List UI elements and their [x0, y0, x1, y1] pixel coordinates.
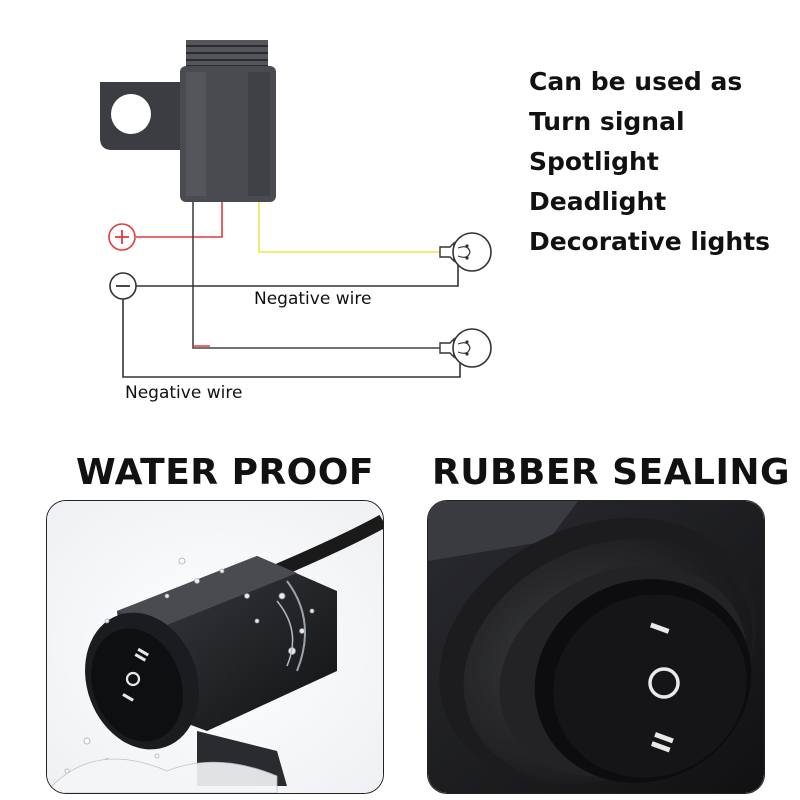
negative-wire-label: Negative wire	[125, 383, 243, 403]
negative-terminal-icon	[109, 272, 137, 300]
positive-terminal-icon	[108, 223, 136, 251]
use-item: Decorative lights	[529, 227, 771, 256]
uses-heading: Can be used as	[529, 67, 743, 96]
bulb-icon	[439, 232, 492, 272]
waterproof-title: WATER PROOF	[76, 452, 374, 493]
negative-wire-lower	[122, 297, 461, 378]
use-item: Deadlight	[529, 187, 667, 216]
bulb-icon	[439, 328, 492, 368]
negative-wire-upper	[136, 258, 459, 287]
use-item: Turn signal	[529, 107, 685, 136]
waterproof-title-part1: WATER	[76, 452, 232, 493]
uses-list: Can be used as Turn signal Spotlight Dea…	[529, 62, 770, 262]
rocker-switch-face: I II	[534, 579, 752, 783]
rocker-switch-face: I II	[85, 612, 199, 750]
positive-wire	[136, 202, 223, 238]
use-item: Spotlight	[529, 147, 659, 176]
wiring-diagram	[100, 40, 492, 378]
negative-wire-label: Negative wire	[254, 289, 372, 309]
mounting-bracket	[100, 82, 182, 150]
switch-housing	[180, 40, 276, 202]
waterproof-title-part2: PROOF	[231, 452, 374, 493]
signal-wire-2	[192, 202, 440, 349]
signal-wire-1	[258, 202, 440, 253]
rubber-sealing-photo: I II	[427, 500, 765, 794]
water-splash	[51, 557, 315, 793]
waterproof-photo: I II	[46, 500, 384, 794]
rubber-sealing-title: RUBBER SEALING	[432, 452, 791, 493]
wires	[122, 202, 461, 378]
